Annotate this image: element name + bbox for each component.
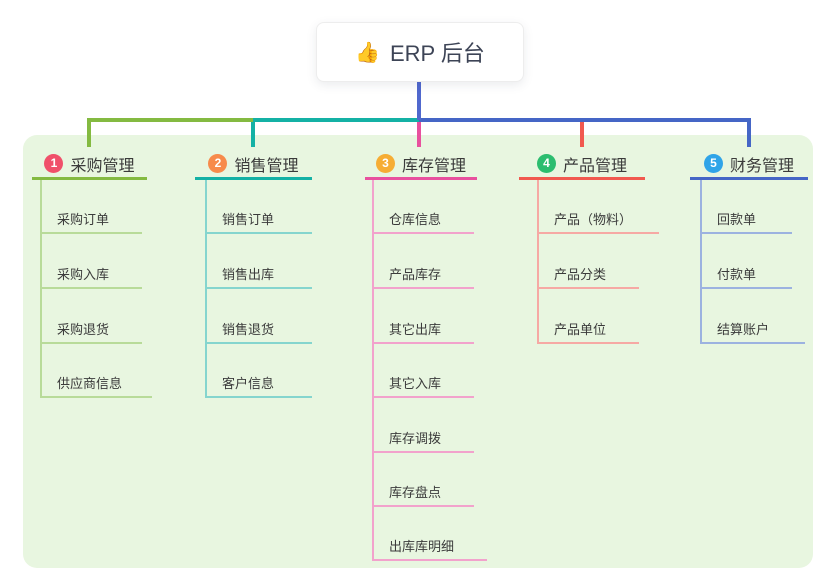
- connector-horizontal-teal-segment: [253, 118, 419, 122]
- connector-drop-finance: [747, 118, 751, 147]
- root-title: ERP 后台: [389, 41, 485, 66]
- connector-horizontal-blue-segment: [419, 118, 751, 122]
- branch-inventory-child-line: [372, 180, 374, 559]
- branch-finance-badge: 5: [703, 154, 723, 173]
- connector-horizontal-green-segment: [87, 118, 253, 122]
- node-other-inbound[interactable]: 其它入库: [372, 366, 474, 398]
- branch-product-child-line: [537, 180, 539, 342]
- branch-inventory-label: 库存管理: [401, 157, 466, 175]
- branch-sales[interactable]: 2 销售管理: [195, 150, 312, 180]
- node-customer-info[interactable]: 客户信息: [205, 366, 312, 398]
- node-sales-return[interactable]: 销售退货: [205, 312, 312, 344]
- node-supplier-info[interactable]: 供应商信息: [40, 366, 152, 398]
- connector-drop-purchase: [87, 118, 91, 147]
- node-purchase-return[interactable]: 采购退货: [40, 312, 142, 344]
- node-payment-doc[interactable]: 付款单: [700, 257, 792, 289]
- node-sales-outbound[interactable]: 销售出库: [205, 257, 312, 289]
- branch-product-label: 产品管理: [562, 157, 627, 175]
- branch-inventory[interactable]: 3 库存管理: [365, 150, 477, 180]
- node-sales-order[interactable]: 销售订单: [205, 202, 312, 234]
- branch-finance-label: 财务管理: [729, 157, 794, 175]
- connector-root-line: [417, 80, 421, 120]
- connector-drop-sales: [251, 118, 255, 147]
- node-warehouse-info[interactable]: 仓库信息: [372, 202, 474, 234]
- branch-finance[interactable]: 5 财务管理: [690, 150, 808, 180]
- connector-drop-inventory: [417, 118, 421, 147]
- branch-product[interactable]: 4 产品管理: [519, 150, 645, 180]
- node-settlement-account[interactable]: 结算账户: [700, 312, 805, 344]
- branches-panel: [23, 135, 813, 568]
- connector-drop-product: [580, 118, 584, 147]
- branch-sales-badge: 2: [208, 154, 228, 173]
- node-product-category[interactable]: 产品分类: [537, 257, 639, 289]
- thumbs-up-icon: 👍: [355, 41, 380, 64]
- node-product-unit[interactable]: 产品单位: [537, 312, 639, 344]
- root-node[interactable]: 👍 ERP 后台: [316, 22, 524, 82]
- branch-purchase[interactable]: 1 采购管理: [32, 150, 147, 180]
- branch-inventory-badge: 3: [375, 154, 395, 173]
- branch-product-badge: 4: [536, 154, 556, 173]
- node-stock-check[interactable]: 库存盘点: [372, 475, 474, 507]
- node-outbound-detail[interactable]: 出库库明细: [372, 529, 487, 561]
- node-purchase-order[interactable]: 采购订单: [40, 202, 142, 234]
- node-receipt-doc[interactable]: 回款单: [700, 202, 792, 234]
- node-stock-transfer[interactable]: 库存调拨: [372, 421, 474, 453]
- branch-finance-child-line: [700, 180, 702, 342]
- branch-purchase-badge: 1: [44, 154, 64, 173]
- node-purchase-inbound[interactable]: 采购入库: [40, 257, 142, 289]
- branch-sales-label: 销售管理: [234, 157, 299, 175]
- node-product-material[interactable]: 产品（物料）: [537, 202, 659, 234]
- node-other-outbound[interactable]: 其它出库: [372, 312, 474, 344]
- node-product-stock[interactable]: 产品库存: [372, 257, 474, 289]
- branch-purchase-label: 采购管理: [70, 157, 135, 175]
